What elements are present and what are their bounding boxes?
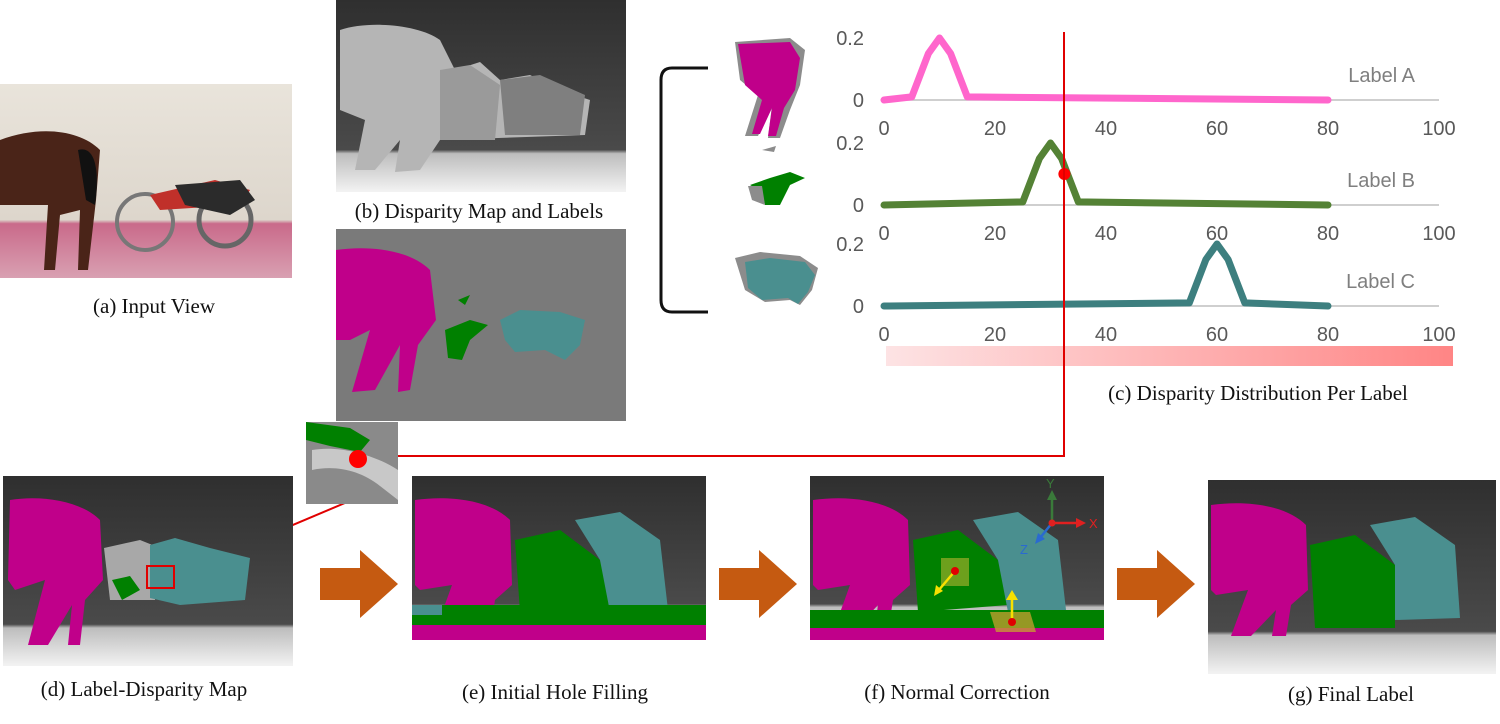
label-map <box>336 229 626 421</box>
final-label-map <box>1208 480 1496 674</box>
caption-disparity-map: (b) Disparity Map and Labels <box>355 199 603 223</box>
label-disparity-map <box>3 476 293 666</box>
series-label: Label B <box>1347 170 1415 192</box>
caption-label-disparity-map: (d) Label-Disparity Map <box>41 677 247 701</box>
x-tick-label: 60 <box>1206 324 1228 346</box>
series-line <box>880 139 1332 209</box>
x-tick-label: 60 <box>1206 223 1228 245</box>
x-tick-label: 0 <box>878 223 889 245</box>
y-tick-label: 0.2 <box>836 133 864 155</box>
x-tick-label: 20 <box>984 118 1006 140</box>
mask-label-b <box>748 146 805 205</box>
x-tick-label: 80 <box>1317 324 1339 346</box>
disparity-map <box>336 0 626 192</box>
input-view-photo <box>0 84 292 278</box>
y-tick-label: 0.2 <box>836 28 864 50</box>
series-line <box>880 34 1332 104</box>
normal-correction-map <box>810 476 1104 640</box>
x-tick-label: 0 <box>878 118 889 140</box>
series-label: Label A <box>1348 65 1415 87</box>
zoom-marker-dot <box>349 450 367 468</box>
disparity-color-bar <box>886 346 1453 366</box>
x-tick-label: 60 <box>1206 118 1228 140</box>
caption-normal-correction: (f) Normal Correction <box>864 680 1050 704</box>
normal-vectors <box>934 567 1018 626</box>
caption-input-view: (a) Input View <box>93 294 216 318</box>
x-tick-label: 20 <box>984 223 1006 245</box>
mask-label-c <box>735 252 818 305</box>
x-tick-label: 0 <box>878 324 889 346</box>
x-tick-label: 80 <box>1317 118 1339 140</box>
bracket <box>659 66 708 314</box>
x-tick-label: 100 <box>1422 118 1455 140</box>
series-line <box>880 240 1332 310</box>
z-axis-glyph: Z <box>1020 542 1028 557</box>
initial-hole-filling-map <box>412 476 706 640</box>
x-tick-label: 80 <box>1317 223 1339 245</box>
connector-line <box>358 32 1065 457</box>
x-tick-label: 100 <box>1422 324 1455 346</box>
process-arrow-2 <box>719 550 797 618</box>
y-tick-label: 0.2 <box>836 234 864 256</box>
x-tick-label: 100 <box>1422 223 1455 245</box>
series-label: Label C <box>1346 271 1415 293</box>
caption-disparity-distribution: (c) Disparity Distribution Per Label <box>1108 381 1408 405</box>
x-tick-label: 20 <box>984 324 1006 346</box>
x-tick-label: 40 <box>1095 324 1117 346</box>
x-tick-label: 40 <box>1095 223 1117 245</box>
mask-label-a <box>735 38 805 138</box>
process-arrow-3 <box>1117 550 1195 618</box>
y-tick-label: 0 <box>853 195 864 217</box>
process-arrow-1 <box>320 550 398 618</box>
x-tick-label: 40 <box>1095 118 1117 140</box>
y-tick-label: 0 <box>853 90 864 112</box>
xyz-axes-icon: Y X Z <box>1020 476 1098 557</box>
caption-final-label: (g) Final Label <box>1288 682 1414 706</box>
y-tick-label: 0 <box>853 296 864 318</box>
caption-initial-hole-filling: (e) Initial Hole Filling <box>462 680 649 704</box>
x-axis-glyph: X <box>1089 516 1098 531</box>
y-axis-glyph: Y <box>1046 476 1055 491</box>
